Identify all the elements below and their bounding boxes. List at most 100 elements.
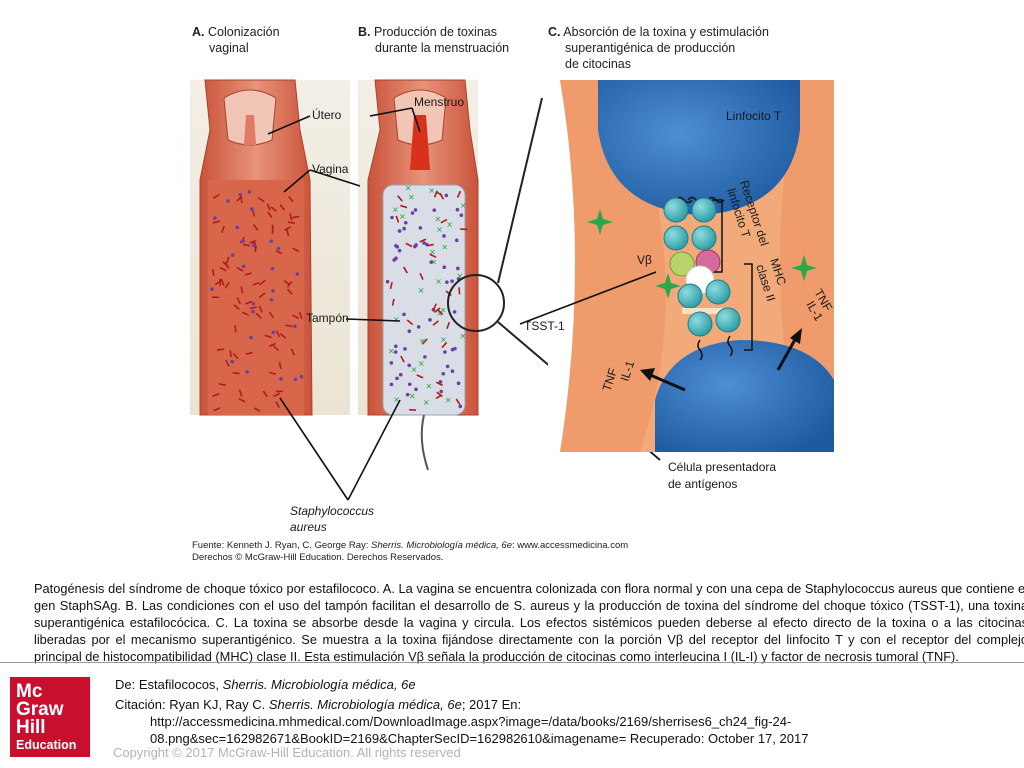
tsst-toxin-marker: ✕ — [440, 336, 447, 345]
bacterium-rod — [214, 280, 222, 286]
bacterium-rod — [224, 281, 230, 289]
bacterium-rod — [268, 371, 277, 375]
bacterium-rod — [292, 215, 300, 219]
bacterium-rod — [289, 213, 293, 221]
staphylococcus-cluster — [456, 266, 460, 271]
staphylococcus-cluster — [249, 335, 253, 340]
staphylococcus-cluster — [413, 244, 417, 249]
bacterium-rod — [445, 290, 452, 297]
staphylococcus-cluster — [230, 253, 235, 257]
label-tsst: TSST-1 — [524, 319, 565, 333]
staphylococcus-cluster — [456, 381, 461, 386]
staphylococcus-cluster — [385, 279, 390, 284]
staphylococcus-cluster — [410, 211, 415, 215]
bacterium-rod — [435, 381, 443, 387]
staphylococcus-cluster — [395, 376, 399, 381]
bacterium-rod — [284, 226, 292, 231]
bacterium-rod — [258, 305, 263, 313]
staphylococcus-cluster — [455, 207, 460, 212]
bacterium-rod — [441, 341, 448, 349]
panel-b-title: B. Producción de toxinas durante la mens… — [358, 25, 510, 55]
label-tampon: Tampón — [306, 311, 349, 325]
bacterium-rod — [268, 311, 274, 319]
tsst-toxin-marker: ✕ — [399, 212, 406, 221]
tsst-toxin-marker: ✕ — [436, 310, 443, 319]
footer-divider — [0, 662, 1024, 663]
staphylococcus-cluster — [279, 377, 283, 381]
staphylococcus-cluster — [293, 377, 298, 382]
staphylococcus-cluster — [429, 260, 434, 264]
bacterium-rod — [400, 355, 405, 363]
citation-main: Citación: Ryan KJ, Ray C. Sherris. Micro… — [115, 697, 522, 712]
staphylococcus-cluster — [390, 215, 394, 220]
tsst-toxin-marker: ✕ — [408, 193, 415, 202]
staphylococcus-cluster — [413, 208, 418, 212]
bacterium-rod — [437, 309, 444, 316]
staphylococcus-cluster — [416, 325, 421, 329]
bacterium-rod — [287, 195, 294, 203]
bacterium-rod — [224, 261, 230, 269]
bacterium-rod — [292, 314, 299, 320]
citation-url-line1[interactable]: http://accessmedicina.mhmedical.com/Down… — [150, 714, 792, 729]
label-linfocito: Linfocito T — [726, 109, 782, 123]
staphylococcus-cluster — [450, 347, 455, 352]
bacterium-rod — [455, 398, 461, 406]
copyright-notice: Copyright © 2017 McGraw-Hill Education. … — [113, 745, 461, 760]
panel-a-title: A. Colonización vaginal — [192, 25, 280, 55]
bacterium-rod — [405, 242, 413, 248]
label-il1-left: IL-1 — [618, 359, 638, 383]
bacterium-rod — [433, 190, 438, 198]
citation-url-line2[interactable]: 08.png&sec=162982671&BookID=2169&Chapter… — [150, 731, 809, 746]
bacterium-rod — [440, 218, 448, 224]
label-menstruo: Menstruo — [414, 95, 464, 109]
staphylococcus-cluster — [442, 265, 447, 270]
bacterium-rod — [285, 229, 290, 237]
staphylococcus-cluster — [247, 190, 252, 194]
tsst-star — [587, 209, 613, 235]
staphylococcus-cluster — [458, 404, 463, 409]
tsst-toxin-marker: ✕ — [460, 201, 467, 210]
staphylococcus-cluster — [251, 309, 255, 314]
label-vagina: Vagina — [312, 162, 349, 176]
bacterium-rod — [419, 272, 424, 280]
staphylococcus-cluster — [403, 347, 407, 351]
bacterium-rod — [225, 359, 230, 367]
tsst-toxin-marker: ✕ — [409, 392, 416, 401]
bacterium-rod — [225, 256, 230, 264]
bacterium-rod — [397, 195, 403, 202]
staphylococcus-cluster — [403, 220, 408, 225]
bacterium-rod — [234, 325, 237, 333]
staphylococcus-cluster — [402, 312, 406, 317]
staphylococcus-cluster — [445, 364, 450, 369]
staphylococcus-cluster — [392, 258, 396, 262]
staphylococcus-cluster — [428, 318, 432, 322]
staphylococcus-cluster — [213, 216, 217, 220]
staphylococcus-cluster — [407, 329, 412, 333]
bacterium-rod — [240, 286, 244, 294]
bacterium-rod — [400, 204, 408, 209]
bacterium-rod — [232, 371, 240, 375]
label-staph-line1: Staphylococcus — [290, 504, 374, 518]
bacterium-rod — [446, 321, 451, 330]
bacterium-rod — [270, 206, 277, 213]
bacterium-rod — [456, 190, 462, 198]
tsst-toxin-marker: ✕ — [434, 215, 441, 224]
citation-de: De: Estafilococos, Sherris. Microbiologí… — [115, 677, 416, 692]
tsst-toxin-marker: ✕ — [393, 396, 400, 405]
tsst-toxin-marker: ✕ — [446, 220, 453, 229]
bacterium-rod — [432, 303, 437, 311]
label-staph-line2: aureus — [290, 520, 327, 534]
tsst-toxin-marker: ✕ — [460, 332, 467, 341]
staphylococcus-cluster — [423, 355, 427, 359]
tsst-toxin-marker: ✕ — [440, 306, 447, 315]
bacterium-rod — [273, 392, 281, 398]
staphylococcus-cluster — [445, 280, 449, 284]
bacterium-rod — [238, 389, 243, 397]
figure-source: Fuente: Kenneth J. Ryan, C. George Ray: … — [192, 540, 629, 563]
bacterium-rod — [433, 307, 441, 314]
staphylococcus-cluster — [276, 246, 281, 251]
bacterium-rod — [238, 398, 246, 403]
figure-caption: Patogénesis del síndrome de choque tóxic… — [34, 581, 1024, 664]
bacterium-rod — [244, 272, 252, 276]
bacterium-rod — [279, 204, 286, 211]
